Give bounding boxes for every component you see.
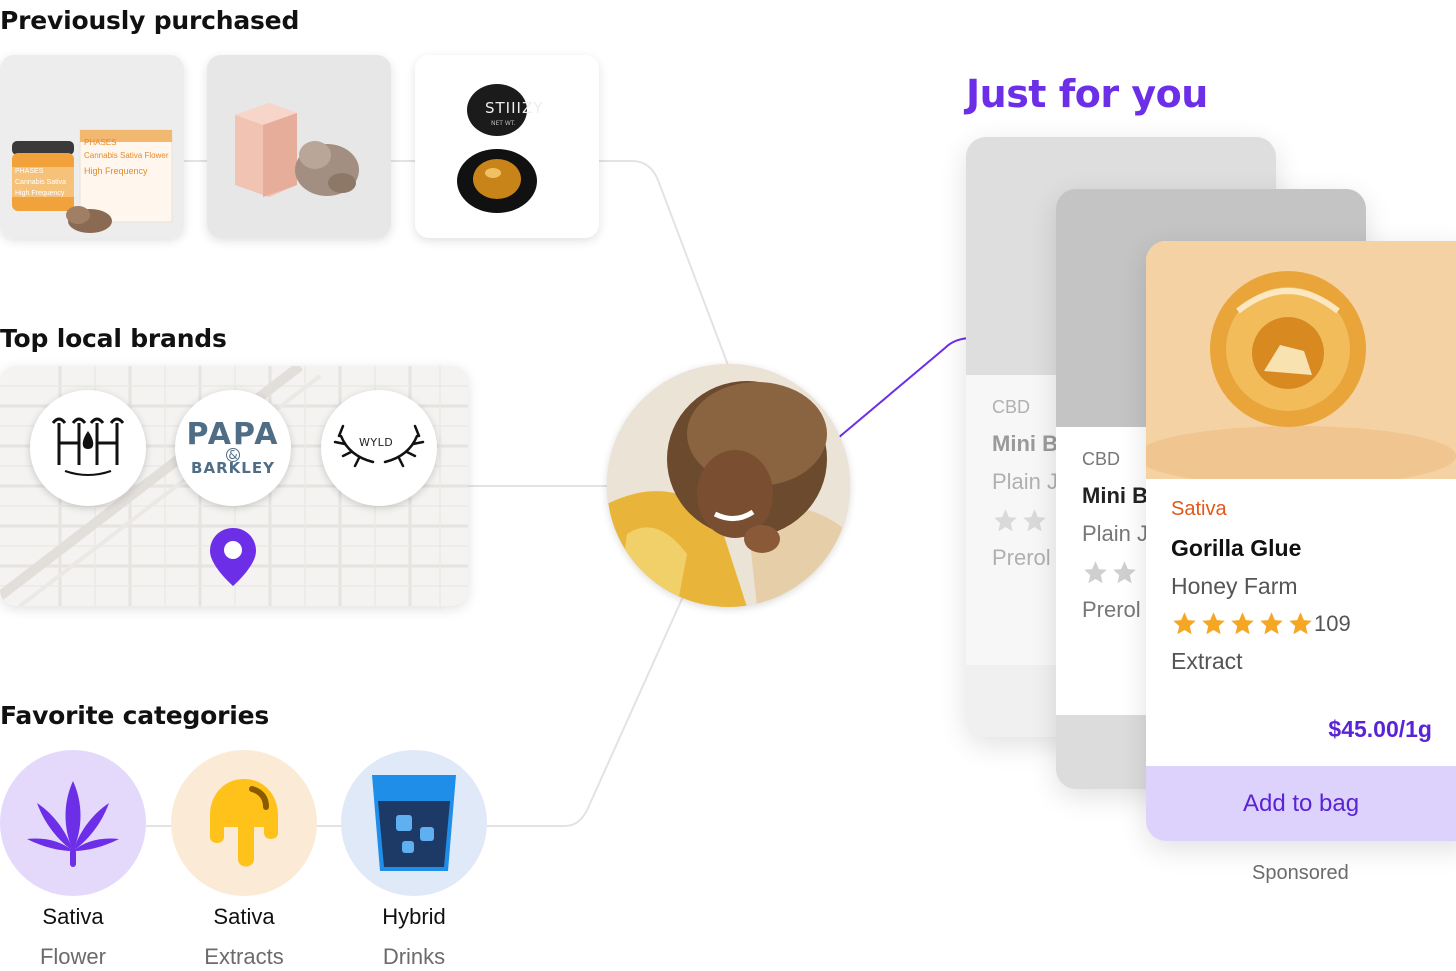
star-icon (1173, 612, 1196, 635)
brand-heavy-hitters[interactable] (30, 390, 146, 506)
wyld-logo-text: WYLD (359, 436, 394, 449)
stiiizy-product-image (415, 55, 599, 238)
card-type: CBD (1082, 449, 1121, 469)
star-icon (1260, 612, 1283, 635)
brand-wyld[interactable]: WYLD (321, 390, 437, 506)
card-brand: Honey Farm (1171, 573, 1298, 599)
card-rating-stars (1171, 610, 1314, 637)
just-for-you-title: Just for you (966, 72, 1208, 116)
heavy-hitters-logo (51, 417, 125, 476)
sponsored-label: Sponsored (1252, 862, 1349, 884)
card-category: Prerol (1082, 597, 1141, 622)
category-circle (171, 750, 317, 896)
card-rating-count: 109 (1314, 611, 1351, 636)
product-tile-phases[interactable] (0, 55, 184, 238)
category-label: Hybrid (382, 904, 446, 929)
phases-jar-label-2: Cannabis Sativa (15, 179, 66, 186)
card-category: Prerol (992, 545, 1051, 570)
star-icon (1113, 561, 1136, 584)
papa-barkley-logo-top: PAPA (186, 416, 280, 452)
product-tile-stiiizy[interactable] (415, 55, 599, 238)
category-circle (341, 750, 487, 896)
card-brand: Plain J (992, 469, 1059, 494)
pink-box-product-image (207, 55, 391, 238)
card-type: CBD (992, 397, 1031, 417)
phases-box-label-2: Cannabis Sativa Flower (84, 151, 169, 160)
category-sativa-flower[interactable]: Sativa Flower (0, 750, 146, 970)
card-rating-stars (1082, 559, 1138, 586)
recommendation-card-front[interactable]: Sativa Gorilla Glue Honey Farm 109 Extra… (1146, 241, 1456, 841)
wyld-antlers-logo (333, 424, 425, 468)
card-name: Mini B (1082, 483, 1148, 508)
star-icon (1202, 612, 1225, 635)
category-label: Sativa (42, 904, 104, 929)
local-brands-map[interactable]: PAPA & BARKLEY WYLD (0, 366, 468, 606)
card-name: Gorilla Glue (1171, 535, 1302, 561)
category-sub: Flower (39, 944, 106, 969)
card-category: Extract (1171, 648, 1243, 674)
phases-box-label-1: PHASES (84, 138, 117, 147)
stiiizy-sub-label: NET WT. (491, 120, 516, 127)
phases-jar-label-1: PHASES (15, 168, 44, 175)
favorite-categories-title: Favorite categories (0, 701, 270, 730)
star-icon (1289, 612, 1312, 635)
category-sub: Extracts (204, 944, 284, 969)
phases-product-image (0, 55, 184, 238)
location-pin-icon[interactable] (208, 526, 258, 588)
glass-icon (372, 775, 456, 871)
drip-icon (210, 779, 278, 867)
star-icon (994, 509, 1017, 532)
card-type: Sativa (1171, 498, 1227, 520)
card-price: $45.00/1g (1328, 716, 1432, 742)
stiiizy-brand-label: STIIIZY (485, 99, 544, 117)
card-name: Mini B (992, 431, 1058, 456)
category-circle (0, 750, 146, 896)
category-sub: Drinks (382, 944, 446, 969)
previously-purchased-title: Previously purchased (0, 6, 300, 35)
papa-barkley-logo-bottom: BARKLEY (191, 458, 275, 477)
user-avatar (607, 364, 850, 607)
star-icon (1084, 561, 1107, 584)
category-hybrid-drinks[interactable]: Hybrid Drinks (341, 750, 487, 970)
gorilla-glue-product-image (1146, 241, 1456, 479)
leaf-icon (27, 781, 119, 867)
star-icon (1023, 509, 1046, 532)
card-rating-stars (992, 507, 1048, 534)
product-tile-pink-box[interactable] (207, 55, 391, 238)
phases-jar-label-3: High Frequency (15, 190, 65, 197)
phases-box-label-3: High Frequency (84, 166, 148, 176)
category-sativa-extracts[interactable]: Sativa Extracts (171, 750, 317, 970)
papa-barkley-logo-amp: & (226, 447, 240, 462)
avatar-photo (607, 364, 850, 607)
brand-papa-barkley[interactable]: PAPA & BARKLEY (175, 390, 291, 506)
star-icon (1231, 612, 1254, 635)
top-local-brands-title: Top local brands (0, 324, 227, 353)
add-to-bag-button[interactable]: Add to bag (1146, 766, 1456, 841)
category-label: Sativa (213, 904, 275, 929)
card-brand: Plain J (1082, 521, 1149, 546)
